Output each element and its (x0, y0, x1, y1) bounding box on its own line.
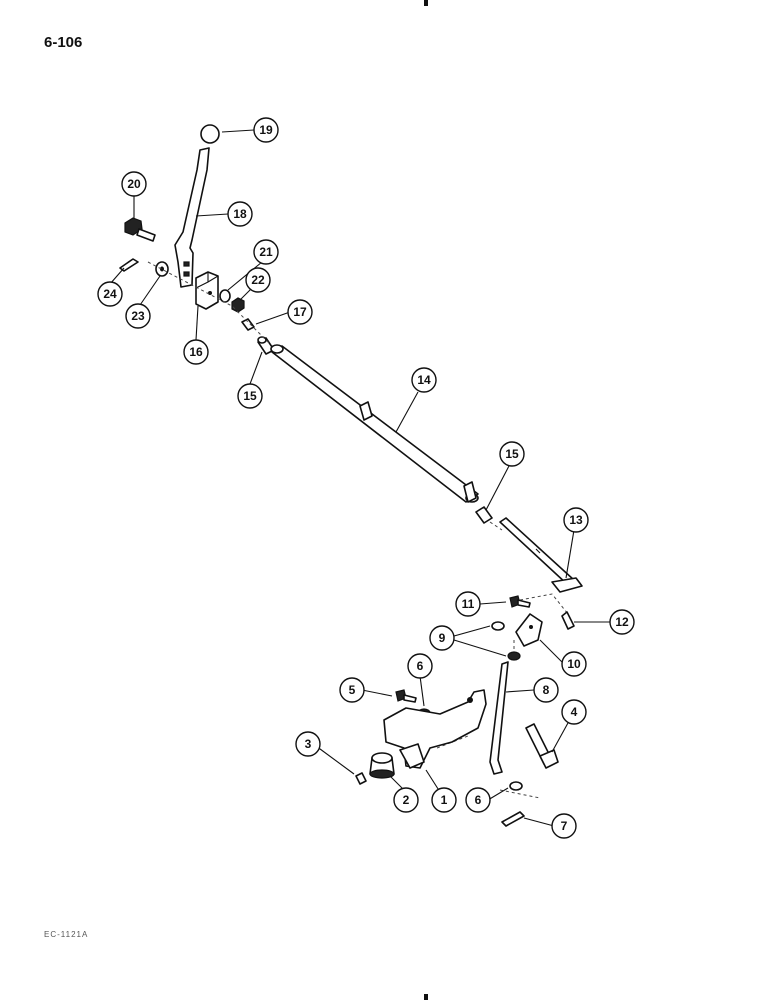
callout-2: 2 (393, 787, 419, 813)
part-12-clip (561, 611, 575, 630)
page-number: 6-106 (44, 34, 83, 51)
part-2-bushing-top (371, 752, 393, 764)
shaft-boss-upper (359, 401, 373, 421)
part-14-shaft-tube (271, 345, 479, 503)
part-4-bolt-head (539, 749, 559, 769)
callout-10: 10 (561, 651, 587, 677)
svg-text:2: 2 (403, 793, 410, 807)
svg-text:3: 3 (305, 737, 312, 751)
svg-text:1: 1 (441, 793, 448, 807)
callout-19: 19 (253, 117, 279, 143)
crop-mark-top (424, 0, 428, 6)
rod-break (535, 548, 541, 554)
svg-text:8: 8 (543, 683, 550, 697)
svg-text:17: 17 (293, 305, 307, 319)
callout-17: 17 (287, 299, 313, 325)
callout-4: 4 (561, 699, 587, 725)
svg-text:4: 4 (571, 705, 578, 719)
svg-text:22: 22 (251, 273, 265, 287)
callout-1: 1 (431, 787, 457, 813)
part-6-washer-lower (509, 781, 523, 791)
svg-text:6: 6 (417, 659, 424, 673)
callout-11: 11 (455, 591, 481, 617)
callout-9: 9 (429, 625, 455, 651)
callout-7: 7 (551, 813, 577, 839)
callout-6-lower: 6 (465, 787, 491, 813)
callout-12: 12 (609, 609, 635, 635)
svg-text:19: 19 (259, 123, 273, 137)
part-13-rod (499, 517, 575, 586)
svg-text:15: 15 (505, 447, 519, 461)
part-11-bolt-shank (517, 599, 531, 608)
svg-text:13: 13 (569, 513, 583, 527)
fork-tine (399, 743, 425, 769)
shaft-tube-end-upper (270, 344, 284, 354)
part-5-bolt-shank (403, 694, 417, 703)
callout-22: 22 (245, 267, 271, 293)
part-7-cotter-pin (501, 811, 525, 827)
part-17-pin (241, 318, 255, 331)
svg-text:24: 24 (103, 287, 117, 301)
part-9-washer-lower (507, 651, 521, 661)
shaft-boss-lower (463, 481, 477, 503)
svg-text:10: 10 (567, 657, 581, 671)
callout-14: 14 (411, 367, 437, 393)
callout-8: 8 (533, 677, 559, 703)
lever-slot-1 (183, 261, 190, 267)
callout-13: 13 (563, 507, 589, 533)
figure-code: EC-1121A (44, 930, 89, 939)
part-10-lever-arm (515, 613, 543, 647)
part-19-knob (200, 124, 220, 144)
svg-text:20: 20 (127, 177, 141, 191)
crop-mark-bottom (424, 994, 428, 1000)
part-22-nut (231, 297, 245, 313)
part-21-washer (219, 289, 231, 303)
svg-text:11: 11 (462, 597, 475, 611)
part-20-bolt-shank (136, 228, 156, 242)
callout-15-upper: 15 (237, 383, 263, 409)
svg-text:6: 6 (475, 793, 482, 807)
svg-text:7: 7 (561, 819, 568, 833)
callout-20: 20 (121, 171, 147, 197)
svg-text:18: 18 (233, 207, 247, 221)
callout-23: 23 (125, 303, 151, 329)
bushing-upper-end (257, 336, 267, 344)
svg-text:21: 21 (259, 245, 273, 259)
svg-text:14: 14 (417, 373, 431, 387)
svg-text:5: 5 (349, 683, 356, 697)
part-18-lever (174, 147, 210, 288)
rod-crank-end (551, 577, 583, 593)
callout-6-upper: 6 (407, 653, 433, 679)
block-hole (208, 291, 212, 295)
lever-slot-2 (183, 271, 190, 277)
callout-5: 5 (339, 677, 365, 703)
callout-21: 21 (253, 239, 279, 265)
callout-16: 16 (183, 339, 209, 365)
part-2-bushing-base (369, 769, 395, 779)
part-23-washer-hole (160, 266, 164, 272)
svg-text:15: 15 (243, 389, 257, 403)
part-8-link-rod (489, 661, 509, 775)
svg-text:23: 23 (131, 309, 145, 323)
part-15-bushing-lower (475, 506, 493, 524)
callout-15-lower: 15 (499, 441, 525, 467)
svg-text:9: 9 (439, 631, 446, 645)
callout-3: 3 (295, 731, 321, 757)
part-9-washer-upper (491, 621, 505, 631)
callout-18: 18 (227, 201, 253, 227)
svg-text:16: 16 (189, 345, 203, 359)
callout-24: 24 (97, 281, 123, 307)
part-3-roll-pin (355, 772, 367, 785)
svg-text:12: 12 (615, 615, 629, 629)
